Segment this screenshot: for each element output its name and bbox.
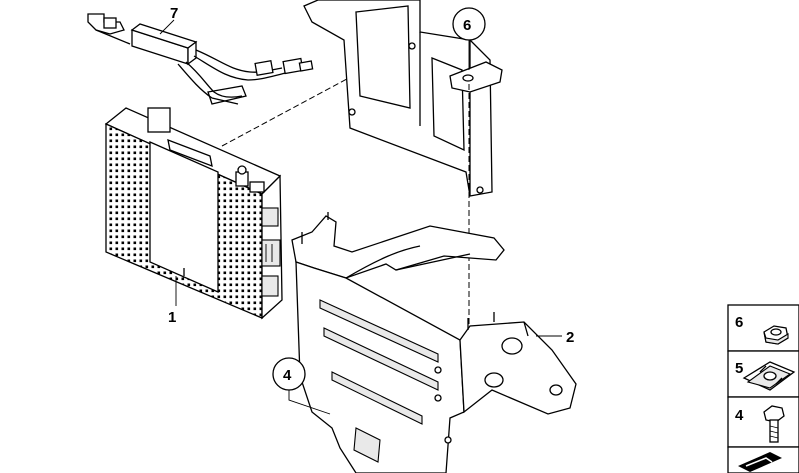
callout-1: 1	[168, 309, 176, 326]
callout-7: 7	[170, 5, 178, 22]
legend-label-4: 4	[735, 407, 744, 424]
legend-label-6: 6	[735, 314, 743, 331]
fasteners-legend: 6 5 4	[727, 304, 799, 473]
callout-4: 4	[283, 367, 292, 384]
control-module-part-1	[104, 107, 283, 320]
lower-bracket-part-2	[291, 212, 577, 473]
bolt-icon	[763, 405, 785, 443]
callout-6: 6	[463, 17, 471, 34]
clip-nut-icon	[742, 361, 796, 391]
hex-nut-icon	[763, 325, 789, 345]
upper-mounting-bracket	[303, 0, 503, 197]
callout-2: 2	[566, 329, 574, 346]
arrow-symbol-icon	[738, 452, 782, 472]
legend-label-5: 5	[735, 360, 743, 377]
legend-box-4	[727, 396, 799, 448]
antenna-amplifier-part-7	[87, 13, 314, 105]
